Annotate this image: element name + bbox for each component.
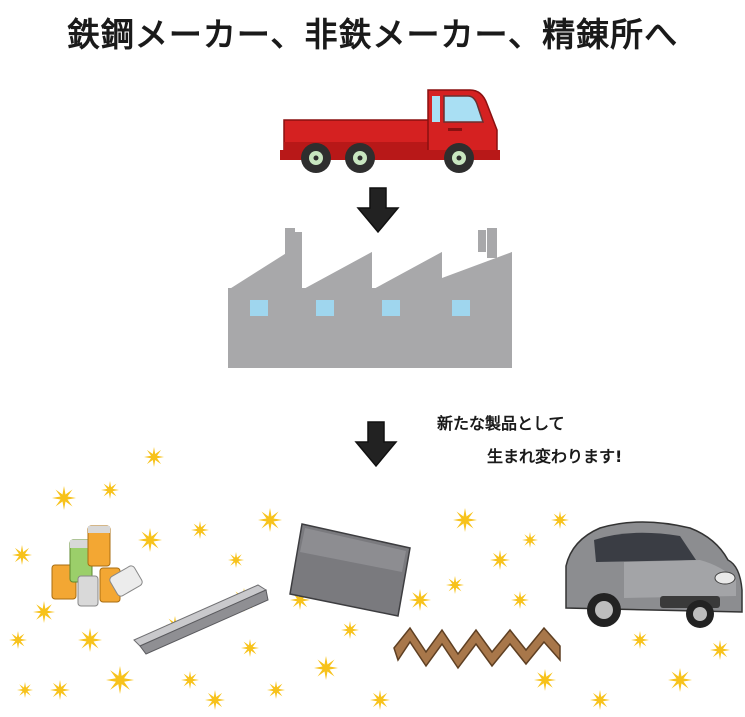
sparkle-icon	[710, 640, 730, 660]
corrugated-board-illustration	[393, 626, 561, 670]
caption-line-1: 新たな製品として	[437, 414, 565, 433]
sparkle-icon	[50, 680, 70, 700]
down-arrow-icon	[356, 187, 400, 234]
page-title: 鉄鋼メーカー、非鉄メーカー、精錬所へ	[66, 15, 679, 54]
sparkle-icon	[453, 508, 477, 532]
sparkle-icon	[12, 545, 32, 565]
batteries-illustration	[51, 525, 143, 607]
down-arrow-icon	[354, 421, 398, 468]
sparkle-icon	[17, 682, 33, 698]
sparkle-icon	[631, 631, 649, 649]
sparkle-icon	[181, 671, 199, 689]
sparkle-icon	[138, 528, 162, 552]
sparkle-icon	[9, 631, 27, 649]
sparkle-icon	[33, 601, 55, 623]
sparkle-field	[9, 447, 730, 710]
steel-plate-illustration	[289, 523, 411, 617]
sparkle-icon	[258, 508, 282, 532]
sparkle-icon	[106, 666, 134, 694]
sparkle-icon	[101, 481, 119, 499]
sparkle-icon	[52, 486, 76, 510]
caption-line-2: 生まれ変わります!	[487, 447, 623, 466]
sparkle-icon	[267, 681, 285, 699]
sparkle-icon	[144, 447, 164, 467]
sparkle-icon	[341, 621, 359, 639]
sparkle-icon	[409, 589, 431, 611]
sparkle-icon	[551, 511, 569, 529]
sparkle-icon	[191, 521, 209, 539]
sparkle-icon	[511, 591, 529, 609]
sparkle-icon	[228, 552, 244, 568]
sparkle-icon	[522, 532, 538, 548]
sparkle-icon	[534, 669, 556, 691]
sparkle-icon	[314, 656, 338, 680]
truck-illustration	[280, 89, 500, 173]
sparkle-icon	[370, 690, 390, 710]
steel-angle-bar-illustration	[133, 584, 269, 655]
car-illustration	[565, 521, 743, 628]
factory-illustration	[228, 228, 512, 368]
sparkle-icon	[490, 550, 510, 570]
sparkle-icon	[590, 690, 610, 710]
sparkle-icon	[241, 639, 259, 657]
sparkle-icon	[668, 668, 692, 692]
sparkle-icon	[78, 628, 102, 652]
sparkle-icon	[446, 576, 464, 594]
sparkle-icon	[205, 690, 225, 710]
